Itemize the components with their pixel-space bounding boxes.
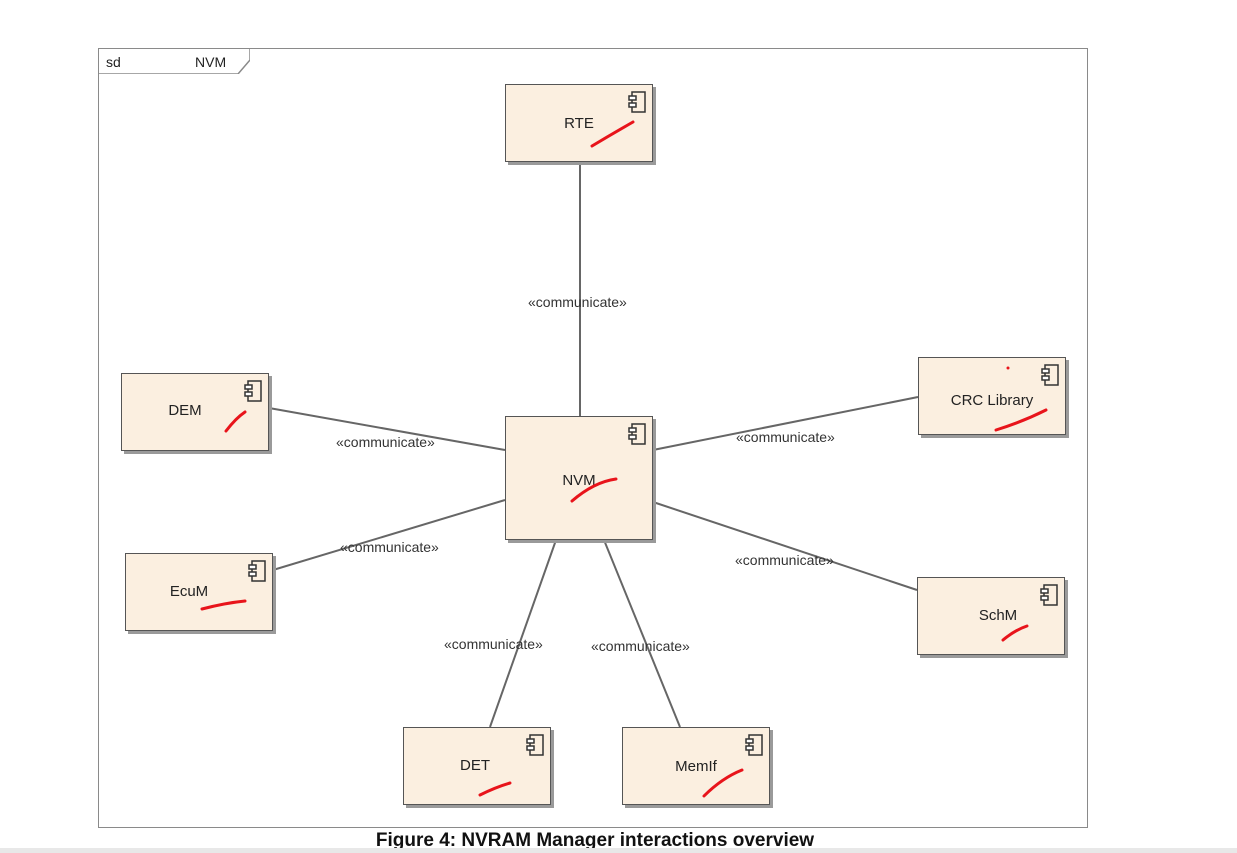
component-icon	[745, 734, 763, 756]
connector-label-crc: «communicate»	[736, 429, 835, 445]
component-label-rte: RTE	[564, 115, 594, 132]
component-label-nvm: NVM	[562, 472, 596, 489]
component-memif[interactable]: MemIf	[622, 727, 770, 805]
component-crc-library[interactable]: CRC Library	[918, 357, 1066, 435]
connector-label-dem: «communicate»	[336, 434, 435, 450]
connector-label-schm: «communicate»	[735, 552, 834, 568]
connector-det	[489, 539, 557, 728]
component-schm[interactable]: SchM	[917, 577, 1065, 655]
component-label-ecum: EcuM	[169, 583, 209, 600]
component-icon	[1041, 364, 1059, 386]
component-icon	[628, 423, 646, 445]
connector-memif	[603, 539, 681, 728]
component-ecum[interactable]: EcuM	[125, 553, 273, 631]
frame-kind-label: sd	[106, 54, 121, 70]
figure-caption: Figure 4: NVRAM Manager interactions ove…	[375, 830, 815, 851]
component-label-det: DET	[460, 757, 490, 774]
component-label-crc-library: CRC Library	[950, 392, 1034, 409]
component-icon	[248, 560, 266, 582]
component-rte[interactable]: RTE	[505, 84, 653, 162]
connector-label-rte: «communicate»	[528, 294, 627, 310]
frame-tab	[98, 48, 250, 74]
connector-label-ecum: «communicate»	[340, 539, 439, 555]
component-label-dem: DEM	[168, 402, 202, 419]
connector-dem	[268, 407, 506, 451]
connector-crc	[652, 396, 919, 451]
component-icon	[244, 380, 262, 402]
connector-ecum	[272, 499, 506, 571]
connector-label-memif: «communicate»	[591, 638, 690, 654]
connector-schm	[652, 501, 918, 591]
connector-label-det: «communicate»	[444, 636, 543, 652]
component-det[interactable]: DET	[403, 727, 551, 805]
component-label-schm: SchM	[978, 607, 1018, 624]
component-nvm[interactable]: NVM	[505, 416, 653, 540]
bottom-strip	[0, 848, 1237, 853]
frame-name-label: NVM	[195, 54, 227, 70]
component-icon	[1040, 584, 1058, 606]
component-icon	[526, 734, 544, 756]
component-icon	[628, 91, 646, 113]
component-label-memif: MemIf	[675, 758, 717, 775]
component-dem[interactable]: DEM	[121, 373, 269, 451]
